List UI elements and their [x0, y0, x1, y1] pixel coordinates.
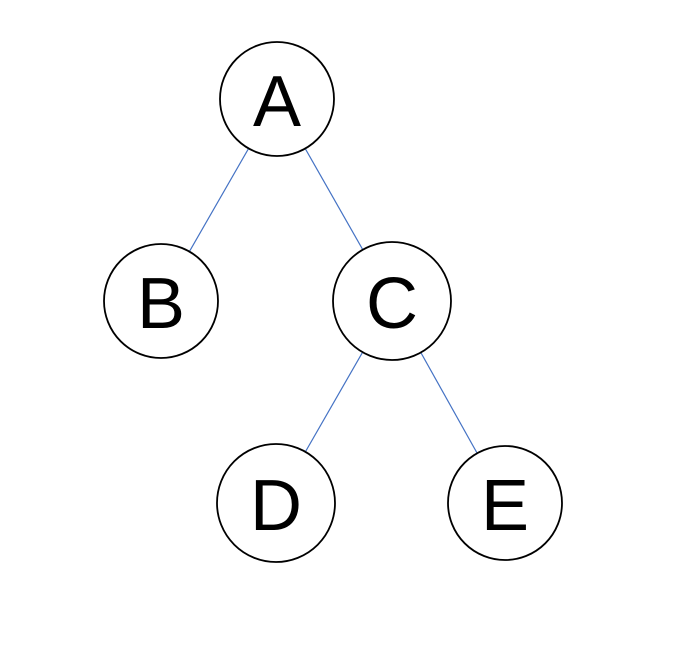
node-circle-A — [219, 41, 335, 157]
node-circle-C — [332, 241, 452, 361]
node-label-E: E — [481, 466, 529, 546]
tree-node-D: D — [216, 443, 336, 563]
node-label-D: D — [250, 466, 302, 546]
tree-node-B: B — [103, 243, 219, 359]
nodes-layer: A B C D E — [103, 41, 563, 563]
tree-node-C: C — [332, 241, 452, 361]
node-circle-B — [103, 243, 219, 359]
tree-node-A: A — [219, 41, 335, 157]
node-label-A: A — [253, 62, 301, 142]
node-circle-D — [216, 443, 336, 563]
node-circle-E — [447, 445, 563, 561]
node-label-B: B — [137, 264, 185, 344]
tree-node-E: E — [447, 445, 563, 561]
node-label-C: C — [366, 264, 418, 344]
